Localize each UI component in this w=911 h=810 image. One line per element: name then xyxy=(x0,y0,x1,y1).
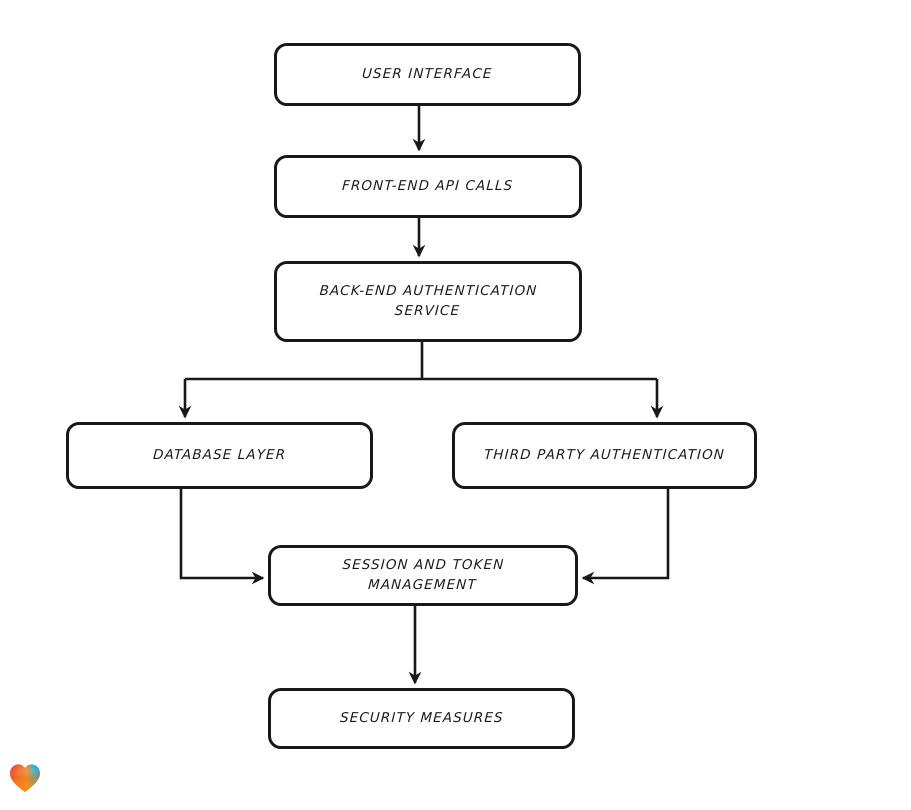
node-frontend-api[interactable]: Front-End API Calls xyxy=(274,155,582,218)
node-backend-auth-label: Back-End Authentication Service xyxy=(319,282,538,319)
node-third-party-auth[interactable]: Third Party Authentication xyxy=(452,422,757,489)
node-security-measures[interactable]: Security Measures xyxy=(268,688,575,749)
node-user-interface-label: User Interface xyxy=(361,65,494,82)
node-third-party-auth-label: Third Party Authentication xyxy=(483,446,726,463)
node-frontend-api-label: Front-End API Calls xyxy=(342,177,515,194)
node-database-layer-label: Database Layer xyxy=(152,446,287,463)
node-session-token-label: Session and Token Management xyxy=(342,556,505,593)
node-session-token[interactable]: Session and Token Management xyxy=(268,545,578,606)
node-user-interface[interactable]: User Interface xyxy=(274,43,581,106)
heart-logo-icon xyxy=(10,764,40,793)
edge-database-to-session xyxy=(179,489,265,585)
node-backend-auth[interactable]: Back-End Authentication Service xyxy=(274,261,582,342)
edge-thirdparty-to-session xyxy=(581,489,670,585)
node-database-layer[interactable]: Database Layer xyxy=(66,422,373,489)
node-security-measures-label: Security Measures xyxy=(339,709,504,726)
